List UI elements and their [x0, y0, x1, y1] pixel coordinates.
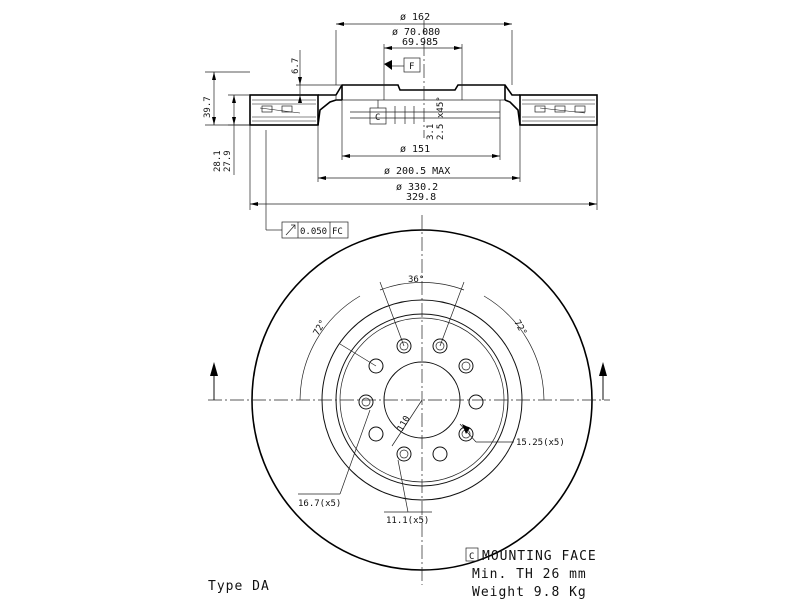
datum-f-label: F — [409, 62, 414, 72]
mounting-face-label: MOUNTING FACE — [482, 549, 597, 564]
mounting-face-code: C — [469, 552, 474, 562]
angle-72-right: 72° — [511, 319, 528, 338]
mounting-face-box — [465, 547, 479, 562]
dim-dia-329-8: 329.8 — [406, 192, 436, 203]
section-arrow-left — [210, 362, 218, 376]
dim-chamfer-45: x45° — [436, 96, 446, 118]
notes-block: C MOUNTING FACE Min. TH 26 mm Weight 9.8… — [208, 547, 597, 600]
dim-chamfer-3-1: 3.1 — [426, 124, 436, 140]
dim-height-39-7: 39.7 — [203, 96, 213, 118]
left-friction-ring — [249, 94, 319, 126]
tolerance-ref: FC — [332, 227, 343, 237]
bolt-holes — [358, 338, 484, 462]
disc-type: Type DA — [208, 579, 270, 594]
dim-dia-70-lower: 69.985 — [402, 37, 438, 48]
bolt-hole — [468, 394, 484, 410]
pcd-110: 110 — [396, 414, 413, 433]
bolt-hole — [368, 426, 384, 442]
angle-72-left: 72° — [312, 318, 329, 337]
dim-height-28-1: 28.1 — [213, 150, 223, 172]
hole-15-25: 15.25(x5) — [516, 438, 565, 448]
bolt-hole — [396, 446, 412, 462]
dim-dia-70-upper: ø 70.080 — [392, 27, 440, 38]
dim-dia-151: ø 151 — [400, 144, 430, 155]
hidden-lines — [350, 106, 500, 124]
vent-vanes — [261, 105, 586, 113]
hole-11-1: 11.1(x5) — [386, 516, 429, 526]
datum-c-label: C — [375, 113, 380, 123]
section-view: ø 162 ø 70.080 69.985 F 6.7 39.7 28. — [203, 12, 598, 239]
hole-16-7: 16.7(x5) — [298, 499, 341, 509]
angle-36: 36° — [408, 275, 424, 285]
bolt-hole — [396, 338, 412, 354]
bolt-hole — [458, 358, 474, 374]
section-arrow-right — [599, 362, 607, 376]
dim-chamfer-2-5: 2.5 — [436, 124, 446, 140]
bolt-hole — [432, 338, 448, 354]
min-thickness: Min. TH 26 mm — [472, 567, 587, 582]
dim-dia-162: ø 162 — [400, 12, 430, 23]
dim-height-6-7: 6.7 — [291, 58, 301, 74]
dim-height-27-9: 27.9 — [223, 150, 233, 172]
bolt-hole — [368, 358, 384, 374]
bolt-hole — [358, 394, 374, 410]
datum-f-box — [403, 57, 421, 73]
tolerance-frame — [281, 221, 349, 239]
front-view: 36° 72° 72° 110 — [208, 215, 610, 585]
right-friction-ring — [519, 94, 598, 126]
dim-dia-330-2: ø 330.2 — [396, 182, 438, 193]
bolt-hole — [432, 446, 448, 462]
weight: Weight 9.8 Kg — [472, 585, 587, 600]
hub-hat-profile — [317, 84, 521, 126]
dim-dia-200-5: ø 200.5 MAX — [384, 166, 450, 177]
runout-icon — [285, 224, 296, 236]
tolerance-value: 0.050 — [300, 227, 327, 237]
